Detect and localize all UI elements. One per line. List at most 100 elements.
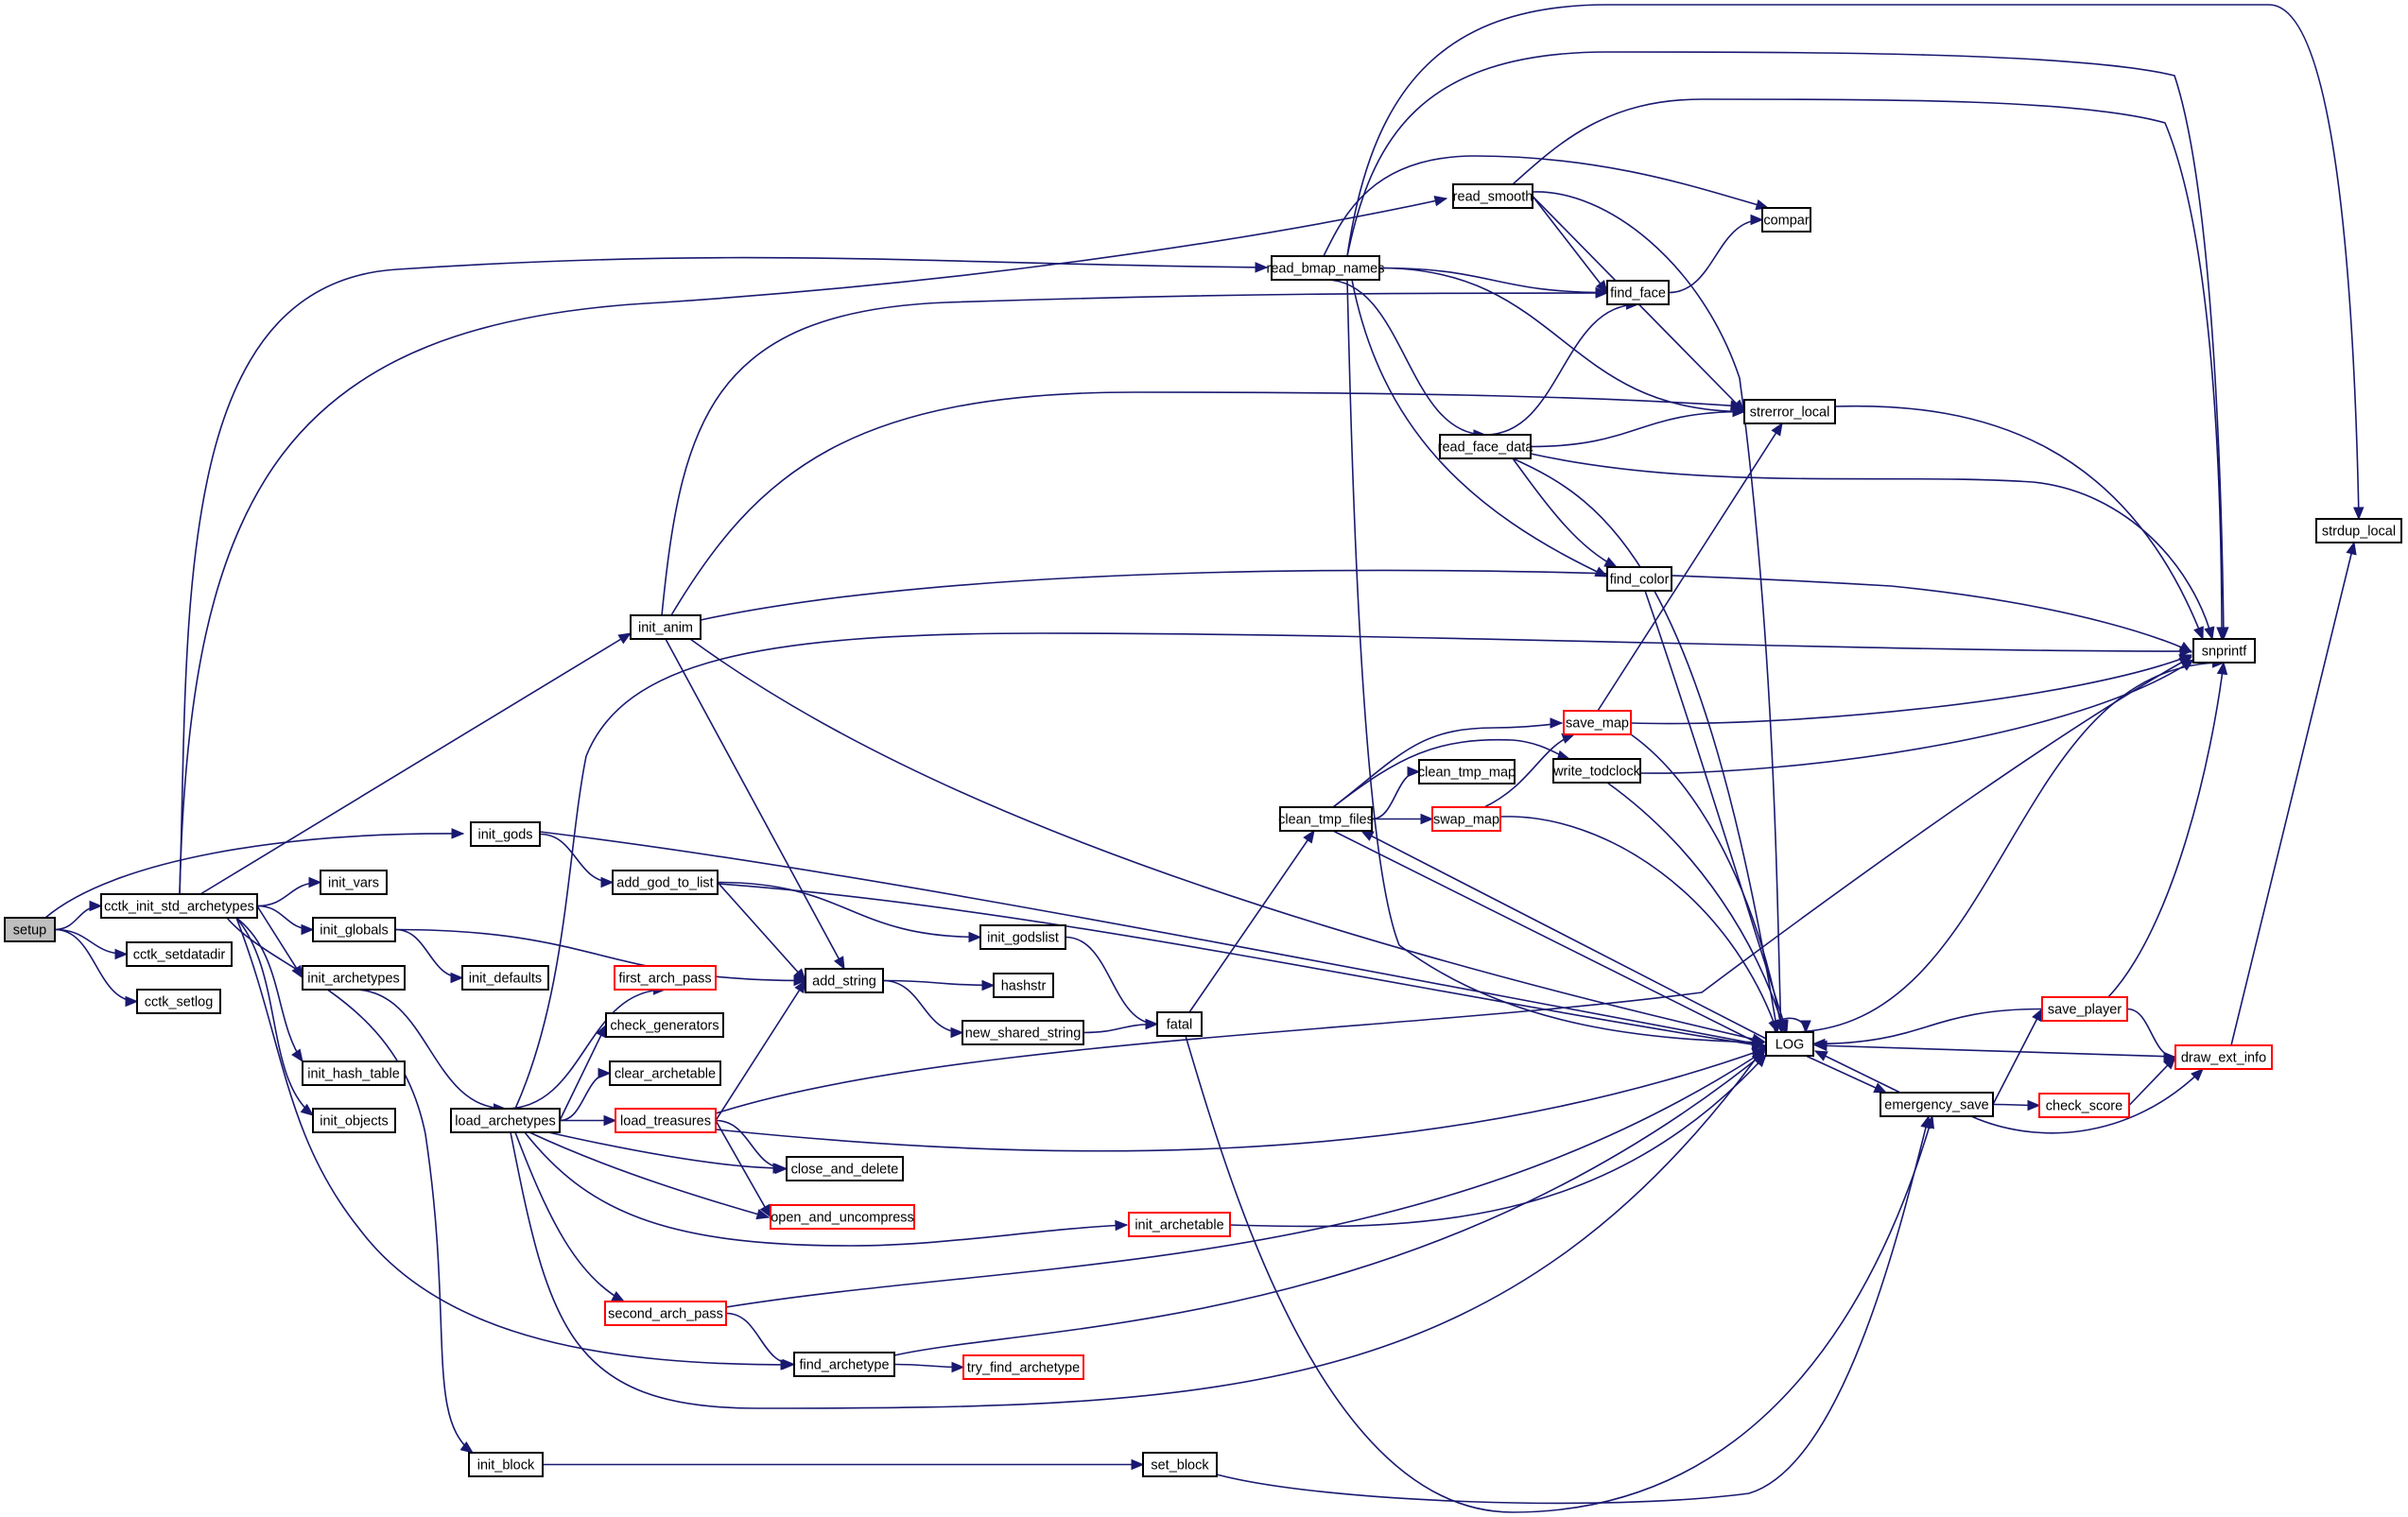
node-box[interactable] [1431, 806, 1501, 832]
node-box[interactable] [961, 1020, 1084, 1045]
node-clean_tmp_files[interactable]: clean_tmp_files [1278, 806, 1374, 832]
node-box[interactable] [1142, 1452, 1218, 1477]
node-box[interactable] [468, 1452, 544, 1477]
node-box[interactable] [2192, 638, 2256, 664]
node-fatal[interactable]: fatal [1156, 1011, 1203, 1037]
node-init_archetypes[interactable]: init_archetypes [302, 965, 406, 991]
node-box[interactable] [1552, 758, 1641, 784]
node-find_face[interactable]: find_face [1606, 280, 1670, 305]
node-open_and_uncompress[interactable]: open_and_uncompress [770, 1204, 915, 1230]
node-box[interactable] [962, 1354, 1084, 1380]
node-box[interactable] [1418, 759, 1516, 784]
node-box[interactable] [1279, 806, 1373, 832]
node-save_map[interactable]: save_map [1563, 710, 1632, 735]
node-box[interactable] [2038, 1093, 2130, 1118]
node-draw_ext_info[interactable]: draw_ext_info [2174, 1044, 2273, 1070]
node-strerror_local[interactable]: strerror_local [1743, 399, 1836, 424]
node-box[interactable] [302, 1060, 406, 1086]
node-init_hash_table[interactable]: init_hash_table [302, 1060, 406, 1086]
node-box[interactable] [609, 1060, 721, 1086]
node-check_generators[interactable]: check_generators [605, 1012, 724, 1038]
node-init_globals[interactable]: init_globals [312, 917, 396, 942]
node-box[interactable] [100, 893, 258, 919]
node-box[interactable] [450, 1108, 561, 1133]
node-box[interactable] [1439, 434, 1532, 459]
node-box[interactable] [312, 917, 396, 942]
node-box[interactable] [1606, 280, 1670, 305]
node-box[interactable] [136, 989, 221, 1014]
node-box[interactable] [612, 870, 719, 895]
node-box[interactable] [1271, 255, 1380, 281]
node-box[interactable] [604, 1301, 727, 1326]
node-cctk_init_std_archetypes[interactable]: cctk_init_std_archetypes [100, 893, 258, 919]
node-box[interactable] [126, 941, 233, 967]
node-box[interactable] [1606, 566, 1672, 592]
node-LOG[interactable]: LOG [1765, 1031, 1814, 1057]
node-box[interactable] [630, 614, 702, 640]
node-compar[interactable]: compar [1761, 207, 1811, 233]
node-box[interactable] [2315, 518, 2402, 543]
node-box[interactable] [805, 968, 884, 993]
node-set_block[interactable]: set_block [1142, 1452, 1218, 1477]
node-emergency_save[interactable]: emergency_save [1880, 1092, 1994, 1117]
node-box[interactable] [793, 1352, 895, 1377]
node-close_and_delete[interactable]: close_and_delete [786, 1156, 904, 1181]
node-second_arch_pass[interactable]: second_arch_pass [604, 1301, 727, 1326]
node-snprintf[interactable]: snprintf [2192, 638, 2256, 664]
node-save_player[interactable]: save_player [2041, 996, 2128, 1022]
node-init_defaults[interactable]: init_defaults [461, 965, 549, 991]
node-box[interactable] [614, 965, 717, 991]
node-box[interactable] [605, 1012, 724, 1038]
node-box[interactable] [993, 973, 1054, 998]
node-box[interactable] [1156, 1011, 1203, 1037]
node-box[interactable] [1743, 399, 1836, 424]
node-cctk_setdatadir[interactable]: cctk_setdatadir [126, 941, 233, 967]
node-box[interactable] [4, 917, 56, 942]
node-init_objects[interactable]: init_objects [312, 1108, 396, 1133]
node-new_shared_string[interactable]: new_shared_string [961, 1020, 1084, 1045]
node-swap_map[interactable]: swap_map [1431, 806, 1501, 832]
node-box[interactable] [1765, 1031, 1814, 1057]
node-strdup_local[interactable]: strdup_local [2315, 518, 2402, 543]
node-init_gods[interactable]: init_gods [470, 821, 541, 847]
node-init_godslist[interactable]: init_godslist [979, 924, 1066, 950]
node-hashstr[interactable]: hashstr [993, 973, 1054, 998]
node-first_arch_pass[interactable]: first_arch_pass [614, 965, 717, 991]
node-load_treasures[interactable]: load_treasures [615, 1108, 717, 1133]
node-load_archetypes[interactable]: load_archetypes [450, 1108, 561, 1133]
node-box[interactable] [312, 1108, 396, 1133]
node-box[interactable] [979, 924, 1066, 950]
node-find_color[interactable]: find_color [1606, 566, 1672, 592]
node-init_vars[interactable]: init_vars [320, 870, 388, 895]
node-box[interactable] [615, 1108, 717, 1133]
node-box[interactable] [1880, 1092, 1994, 1117]
node-box[interactable] [302, 965, 406, 991]
node-read_smooth[interactable]: read_smooth [1452, 183, 1533, 209]
node-find_archetype[interactable]: find_archetype [793, 1352, 895, 1377]
node-check_score[interactable]: check_score [2038, 1093, 2130, 1118]
node-init_block[interactable]: init_block [468, 1452, 544, 1477]
node-clean_tmp_map[interactable]: clean_tmp_map [1418, 759, 1516, 784]
node-init_anim[interactable]: init_anim [630, 614, 702, 640]
node-box[interactable] [461, 965, 549, 991]
node-cctk_setlog[interactable]: cctk_setlog [136, 989, 221, 1014]
node-clear_archetable[interactable]: clear_archetable [609, 1060, 721, 1086]
node-write_todclock[interactable]: write_todclock [1552, 758, 1641, 784]
node-try_find_archetype[interactable]: try_find_archetype [962, 1354, 1084, 1380]
node-box[interactable] [2174, 1044, 2273, 1070]
node-box[interactable] [1761, 207, 1811, 233]
node-read_face_data[interactable]: read_face_data [1438, 434, 1534, 459]
node-setup[interactable]: setup [4, 917, 56, 942]
node-add_string[interactable]: add_string [805, 968, 884, 993]
node-read_bmap_names[interactable]: read_bmap_names [1267, 255, 1385, 281]
node-box[interactable] [786, 1156, 904, 1181]
node-box[interactable] [470, 821, 541, 847]
node-box[interactable] [320, 870, 388, 895]
node-box[interactable] [770, 1204, 915, 1230]
node-box[interactable] [1452, 183, 1533, 209]
node-init_archetable[interactable]: init_archetable [1128, 1212, 1231, 1237]
node-box[interactable] [1563, 710, 1632, 735]
node-box[interactable] [1128, 1212, 1231, 1237]
node-add_god_to_list[interactable]: add_god_to_list [612, 870, 719, 895]
node-box[interactable] [2041, 996, 2128, 1022]
